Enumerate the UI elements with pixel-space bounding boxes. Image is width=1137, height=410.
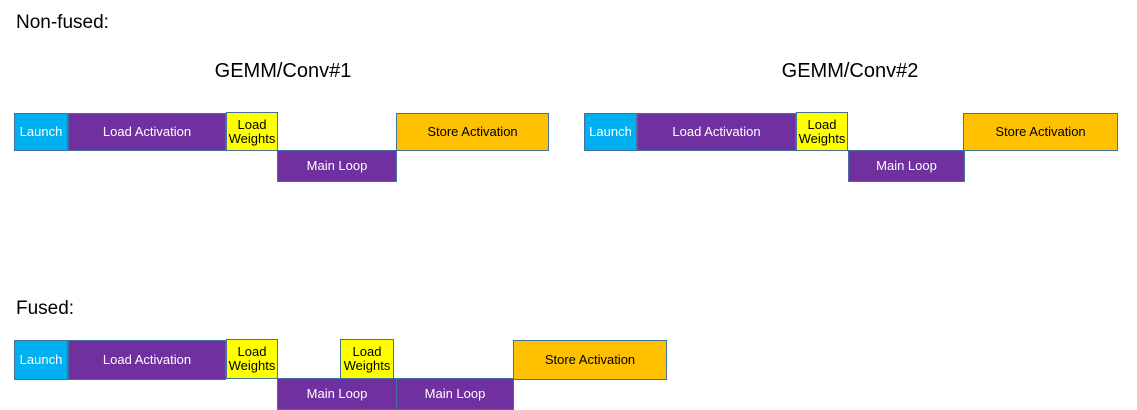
- bar-fused-launch[interactable]: Launch: [14, 340, 68, 380]
- load-weights-line-2: Weights: [228, 130, 276, 146]
- bar-fused-load-weights-1[interactable]: Load Weights: [226, 339, 278, 379]
- bar-main-loop-1[interactable]: Main Loop: [277, 150, 397, 182]
- bar-fused-load-weights-2[interactable]: Load Weights: [340, 339, 394, 379]
- load-weights-line-1: Load: [237, 116, 267, 132]
- bar-store-activation-1[interactable]: Store Activation: [396, 113, 549, 151]
- load-weights-line-1: Load: [237, 344, 267, 360]
- bar-main-loop-2[interactable]: Main Loop: [848, 150, 965, 182]
- bar-fused-load-activation[interactable]: Load Activation: [68, 340, 226, 380]
- bar-load-weights-2[interactable]: Load Weights: [796, 112, 848, 151]
- bar-load-activation-1[interactable]: Load Activation: [68, 113, 226, 151]
- bar-fused-main-loop-1[interactable]: Main Loop: [277, 378, 397, 410]
- bar-store-activation-2[interactable]: Store Activation: [963, 113, 1118, 151]
- bar-fused-main-loop-2[interactable]: Main Loop: [396, 378, 514, 410]
- section-label-non-fused: Non-fused:: [16, 12, 109, 33]
- load-weights-line-2: Weights: [343, 358, 391, 373]
- bar-load-weights-1[interactable]: Load Weights: [226, 112, 278, 151]
- load-weights-line-1: Load: [352, 344, 382, 360]
- load-weights-line-2: Weights: [798, 130, 846, 146]
- group-title-gemm-conv-1: GEMM/Conv#1: [214, 60, 352, 82]
- group-title-gemm-conv-2: GEMM/Conv#2: [781, 60, 919, 82]
- load-weights-line-2: Weights: [228, 358, 276, 373]
- load-weights-line-1: Load: [807, 116, 837, 132]
- bar-load-activation-2[interactable]: Load Activation: [637, 113, 796, 151]
- bar-launch-2[interactable]: Launch: [584, 113, 637, 151]
- section-label-fused: Fused:: [16, 298, 75, 319]
- bar-fused-store-activation[interactable]: Store Activation: [513, 340, 667, 380]
- bar-launch-1[interactable]: Launch: [14, 113, 68, 151]
